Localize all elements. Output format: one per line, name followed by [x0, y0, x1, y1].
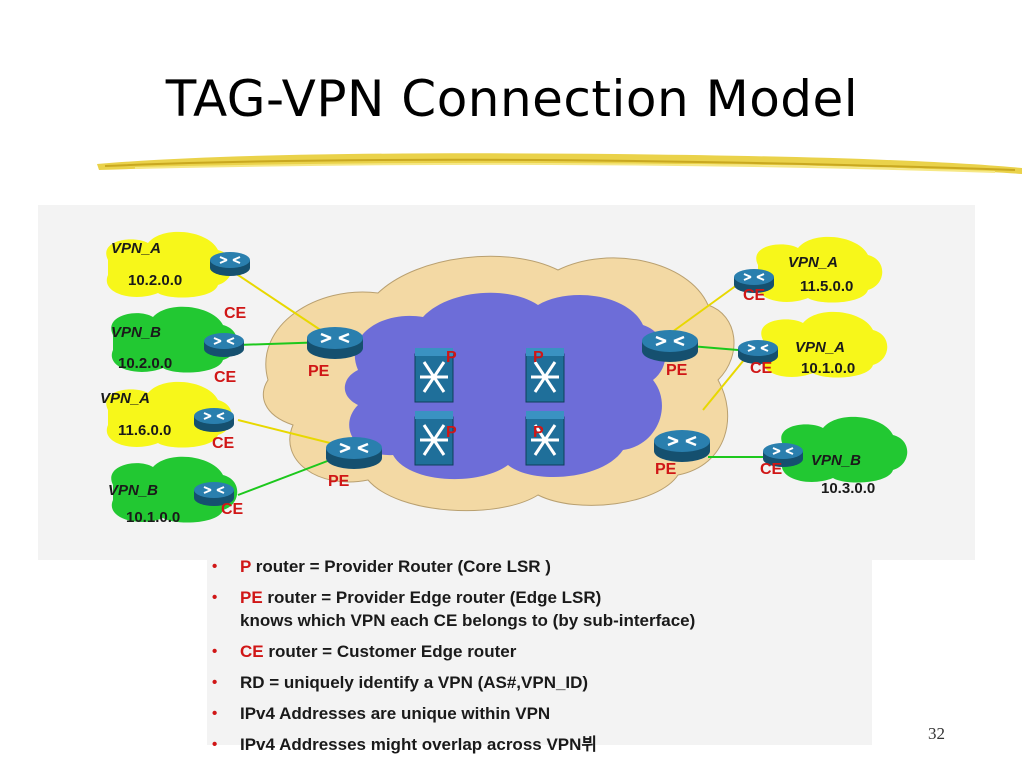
- legend-box: • P router = Provider Router (Core LSR )…: [207, 555, 872, 754]
- site-subnet-label: 10.2.0.0: [118, 355, 172, 372]
- legend-item: • RD = uniquely identify a VPN (AS#,VPN_…: [212, 671, 695, 694]
- p-label: P: [533, 424, 544, 441]
- network-diagram: VPN_A 10.2.0.0 VPN_B 10.2.0.0 VPN_A 11.6…: [38, 205, 975, 560]
- legend-item: • P router = Provider Router (Core LSR ): [212, 555, 695, 578]
- site-vpn-label: VPN_A: [788, 254, 838, 271]
- pe-label: PE: [655, 461, 677, 478]
- pe-label: PE: [308, 363, 330, 380]
- site-subnet-label: 10.3.0.0: [821, 480, 875, 497]
- core-cloud: [344, 292, 666, 480]
- ce-label: CE: [743, 287, 766, 304]
- legend-item: • PE router = Provider Edge router (Edge…: [212, 586, 696, 632]
- legend-text: IPv4 Addresses are unique within VPN: [240, 704, 551, 723]
- legend-prefix: P: [240, 557, 252, 576]
- vpn-a-cloud-2: [106, 381, 233, 448]
- vpn-a-cloud-1: [106, 231, 233, 298]
- p-router-2: [524, 346, 566, 404]
- site-subnet-label: 10.2.0.0: [128, 272, 182, 289]
- bullet-icon: •: [212, 558, 218, 575]
- site-vpn-label: VPN_A: [795, 339, 845, 356]
- slide-title: TAG-VPN Connection Model: [165, 70, 859, 128]
- bullet-icon: •: [212, 705, 218, 722]
- site-vpn-label: VPN_A: [100, 390, 150, 407]
- legend-item: • CE router = Customer Edge router: [212, 640, 695, 663]
- site-vpn-label: VPN_B: [108, 482, 158, 499]
- pe-label: PE: [328, 473, 350, 490]
- pe-label: PE: [666, 362, 688, 379]
- site-clouds: [106, 231, 908, 523]
- bullet-icon: •: [212, 589, 218, 606]
- ce-router-3: [193, 407, 235, 433]
- legend-text: router = Customer Edge router: [263, 642, 517, 661]
- legend-item: • IPv4 Addresses might overlap across VP…: [212, 733, 695, 756]
- site-vpn-label: VPN_B: [111, 324, 161, 341]
- legend-text: router = Provider Router (Core LSR ): [251, 557, 551, 576]
- ce-router-1: [209, 251, 251, 277]
- p-router-4: [524, 409, 566, 467]
- pe-router-3: [640, 328, 700, 364]
- legend-list: • P router = Provider Router (Core LSR )…: [212, 555, 696, 756]
- vpn-b-cloud-1: [111, 306, 238, 373]
- page-number: 32: [928, 724, 945, 743]
- bullet-icon: •: [212, 674, 218, 691]
- pe-router-1: [305, 325, 365, 361]
- site-vpn-label: VPN_B: [811, 452, 861, 469]
- legend-text: router = Provider Edge router (Edge LSR): [262, 588, 602, 607]
- legend-prefix: CE: [240, 642, 264, 661]
- site-vpn-label: VPN_A: [111, 240, 161, 257]
- ce-label: CE: [212, 435, 235, 452]
- legend-item: • IPv4 Addresses are unique within VPN: [212, 702, 695, 725]
- ce-label: CE: [750, 360, 773, 377]
- bullet-icon: •: [212, 643, 218, 660]
- site-subnet-label: 10.1.0.0: [126, 509, 180, 526]
- ce-label: CE: [224, 305, 247, 322]
- legend-prefix: PE: [240, 588, 263, 607]
- ce-router-2: [203, 332, 245, 358]
- vpn-b-cloud-3: [781, 416, 908, 483]
- pe-router-2: [324, 435, 384, 471]
- vpn-a-cloud-4: [761, 311, 888, 378]
- p-label: P: [446, 424, 457, 441]
- legend-text-line2: knows which VPN each CE belongs to (by s…: [240, 611, 696, 630]
- bullet-icon: •: [212, 736, 218, 753]
- site-subnet-label: 11.5.0.0: [800, 278, 853, 295]
- vpn-a-cloud-3: [756, 236, 883, 303]
- legend-text: RD = uniquely identify a VPN (AS#,VPN_ID…: [240, 673, 589, 692]
- p-label: P: [446, 349, 457, 366]
- site-subnet-label: 11.6.0.0: [118, 422, 171, 439]
- ce-label: CE: [760, 461, 783, 478]
- title-underline: [97, 153, 1022, 174]
- ce-label: CE: [214, 369, 237, 386]
- p-label: P: [533, 349, 544, 366]
- pe-router-4: [652, 428, 712, 464]
- site-subnet-label: 10.1.0.0: [801, 360, 855, 377]
- ce-label: CE: [221, 501, 244, 518]
- legend-text: IPv4 Addresses might overlap across VPN뷔: [240, 735, 598, 754]
- vpn-b-cloud-2: [111, 456, 238, 523]
